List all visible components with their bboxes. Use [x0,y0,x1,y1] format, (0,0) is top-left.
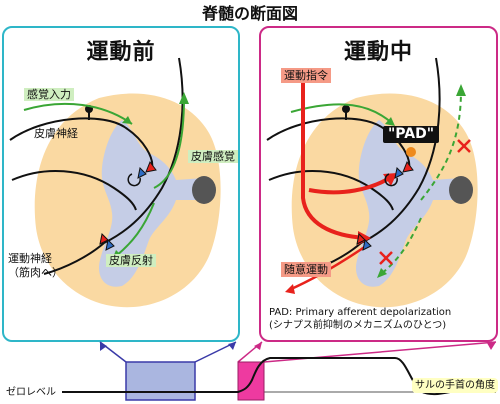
connector-rest-right [194,341,237,363]
movement-period-box [237,361,265,401]
interneuron-loop [127,173,141,187]
pad-definition: PAD: Primary afferent depolarization [269,307,452,318]
spinal-cord-before-diagram [9,57,221,308]
synapse-blue [394,166,404,179]
connector-move-left [237,341,263,363]
rest-period-box [125,361,196,401]
interneuron-loop [384,173,398,187]
panel-title-during: 運動中 [343,40,413,65]
synapse-blue-lower [362,238,372,251]
command-arrow-upper [308,174,395,195]
synapse-red-lower [356,232,366,245]
central-canal [449,176,473,204]
label-sensory-input: 感覚入力 [24,88,74,101]
label-voluntary-movement: 随意運動 [281,262,331,277]
label-zero-level: ゼロレベル [6,387,56,398]
synapse-red [402,160,414,173]
label-motor-nerve: 運動神経 [8,252,52,265]
sensory-arrow [290,103,394,125]
central-canal [192,176,216,204]
skin-sense-arrow [153,97,185,189]
label-motor-command: 運動指令 [281,68,331,83]
panel-during-movement: 運動中 [259,26,498,342]
skin-nerve-fiber [9,117,154,169]
label-skin-nerve: 皮膚神経 [34,127,78,140]
label-skin-sense: 皮膚感覚 [188,150,238,163]
synapse-red [145,160,157,173]
figure-title: 脊髄の断面図 [201,4,298,23]
dashed-sense-arrow [420,89,462,201]
skin-nerve-fiber [266,117,411,169]
label-skin-reflex: 皮膚反射 [106,254,156,267]
panel-before-movement: 運動前 感覚入力 皮膚神経 皮膚感覚 運動神経 （筋肉へ） 皮膚反射 [2,26,240,342]
synapse-blue [137,166,147,179]
synapse-blue-lower [105,238,115,251]
label-wrist-angle: サルの手首の角度 [412,378,498,393]
motor-command-pathway [301,68,367,240]
synapse-red-lower [99,232,109,245]
inhibition-cross-upper [457,139,471,153]
inhibition-cross-lower [379,251,393,265]
reflex-arrow [115,202,155,257]
descending-fiber [360,57,441,244]
sensory-arrow [23,102,133,125]
motor-nerve-fiber [43,242,105,275]
descending-fiber [103,57,184,244]
connector-move-right [263,341,497,363]
label-pad: "PAD" [383,126,440,143]
connector-rest-left [99,341,127,363]
pad-definition-note: (シナプス前抑制のメカニズムのひとつ) [269,320,447,331]
label-to-muscle: （筋肉へ） [8,266,63,279]
pad-dot [406,147,416,157]
panel-title-before: 運動前 [86,40,156,65]
